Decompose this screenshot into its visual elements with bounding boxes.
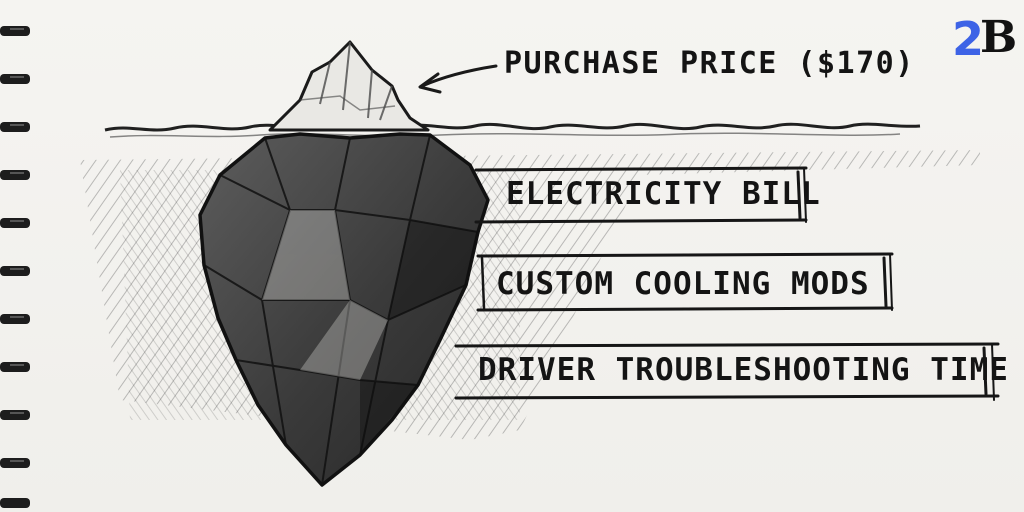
arrow-icon bbox=[418, 64, 498, 94]
label-box-1 bbox=[474, 166, 808, 224]
logo-number: 2 bbox=[952, 12, 985, 66]
brand-logo: 2 B bbox=[952, 12, 1018, 68]
hidden-cost-label-3: DRIVER TROUBLESHOOTING TIME bbox=[478, 352, 1009, 388]
logo-letter: B bbox=[980, 12, 1018, 63]
spiral-binding-icon bbox=[0, 26, 30, 508]
label-box-2 bbox=[476, 252, 894, 312]
hidden-cost-label-1: ELECTRICITY BILL bbox=[506, 176, 821, 212]
label-box-3 bbox=[454, 342, 1000, 401]
hidden-cost-label-2: CUSTOM COOLING MODS bbox=[496, 266, 870, 302]
purchase-price-label: PURCHASE PRICE ($170) bbox=[504, 46, 915, 81]
